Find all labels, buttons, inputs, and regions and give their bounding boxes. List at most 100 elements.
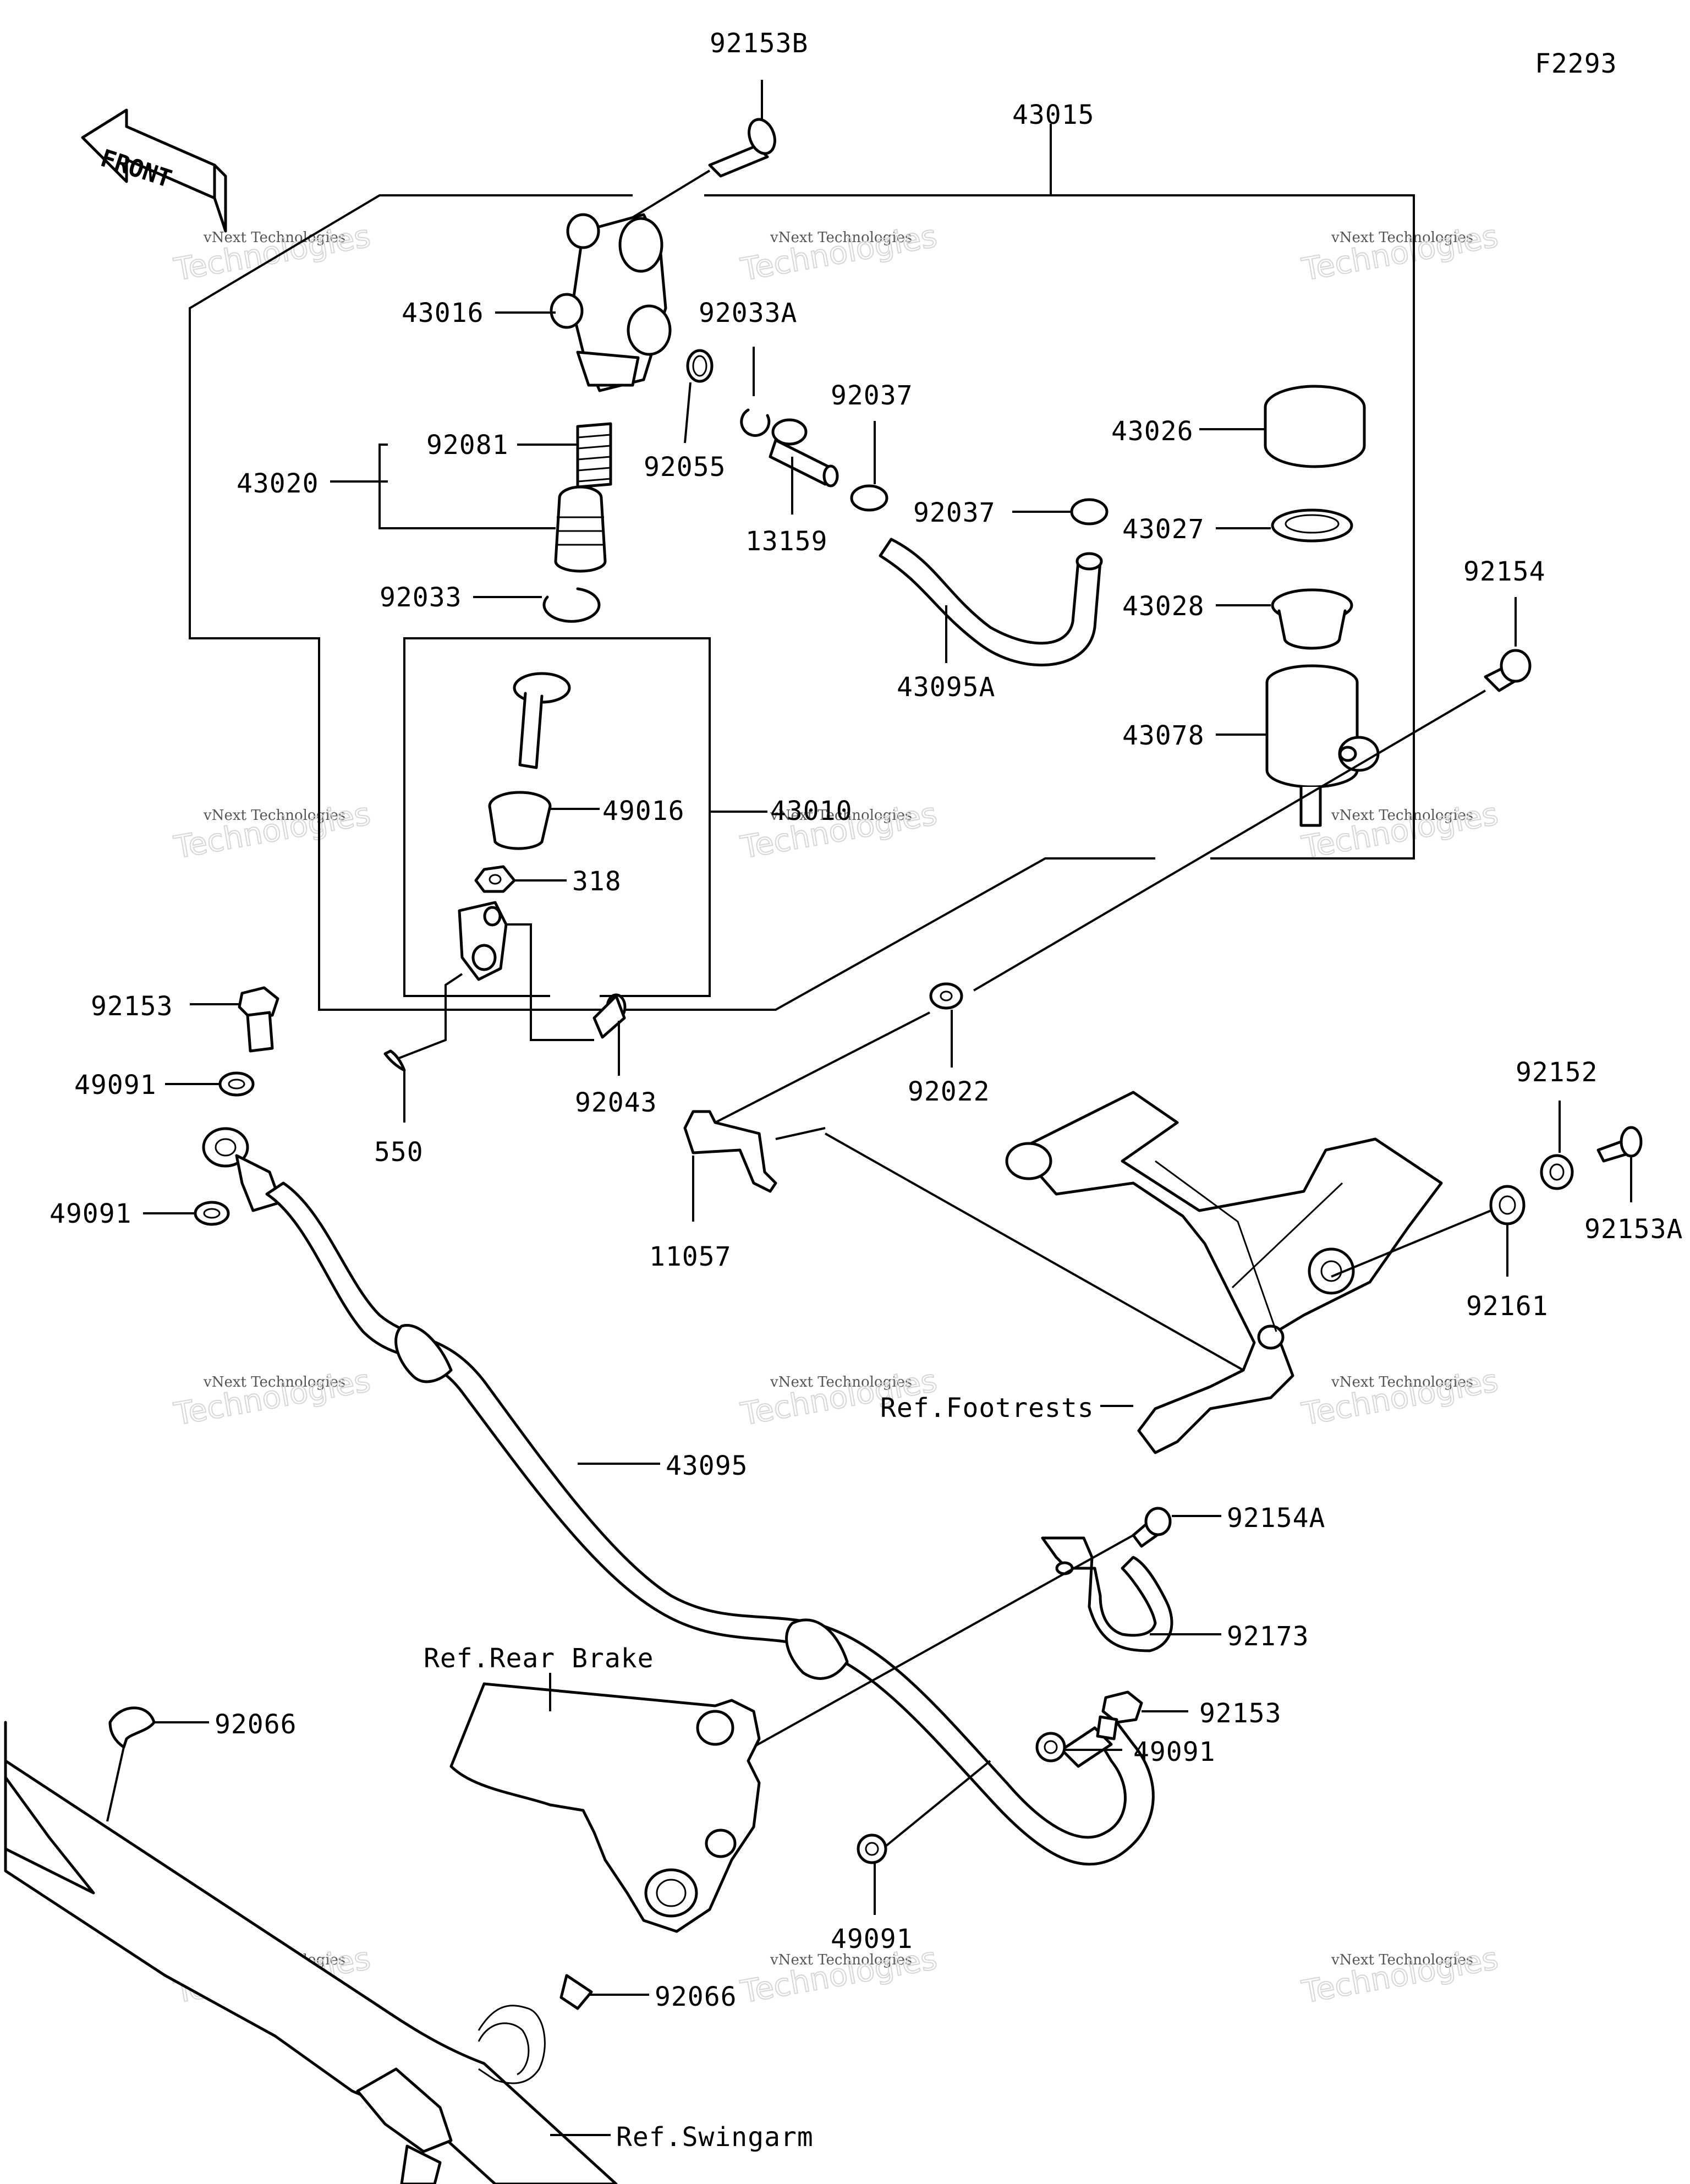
washer-49091-c: 49091: [1035, 1732, 1216, 1767]
label-92033A: 92033A: [699, 298, 797, 329]
label-550: 550: [374, 1137, 424, 1168]
label-92066-b: 92066: [655, 1982, 737, 2012]
label-49091-a: 49091: [74, 1070, 157, 1101]
figure-code: F2293: [1535, 48, 1617, 79]
master-cylinder-body-43016: 43016: [402, 213, 672, 392]
reservoir-43078: 43078: [1122, 664, 1380, 827]
watermark-logo: Technologies: [1299, 1941, 1501, 2011]
clamp-92037-a: 92037: [831, 380, 913, 512]
spring-92081: 92081: [426, 422, 612, 489]
label-92081: 92081: [426, 430, 509, 461]
label-43028: 43028: [1122, 591, 1205, 622]
label-43015: 43015: [1012, 100, 1095, 130]
label-92066-a: 92066: [215, 1709, 297, 1740]
label-92153-lower: 92153: [1199, 1698, 1282, 1729]
plate-43027: 43027: [1122, 508, 1353, 545]
label-92153B: 92153B: [710, 28, 808, 59]
label-92033: 92033: [380, 582, 462, 613]
label-43078: 43078: [1122, 720, 1205, 751]
bolt-92153B: 92153B: [632, 28, 808, 218]
assembly-43015-outline: 43015: [189, 100, 1415, 1011]
label-43095A: 43095A: [897, 672, 995, 703]
label-92037-a: 92037: [831, 380, 913, 411]
washer-92152: 92152: [1516, 1057, 1598, 1190]
ref-rear-brake: Ref.Rear Brake: [424, 1643, 654, 1674]
label-49091-d: 49091: [831, 1924, 913, 1955]
bolt-92154: 92154: [973, 556, 1545, 992]
label-92153A: 92153A: [1584, 1214, 1683, 1245]
label-49091-c: 49091: [1133, 1737, 1216, 1767]
boot-49016: 49016: [488, 791, 684, 850]
label-92022: 92022: [908, 1076, 990, 1107]
watermark-logo: Technologies: [171, 218, 373, 288]
diaphragm-43028: 43028: [1122, 588, 1353, 650]
watermark-line: vNext Technologies: [1331, 1374, 1473, 1391]
watermark-logo: Technologies: [171, 1363, 373, 1433]
washer-49091-a: 49091: [74, 1070, 255, 1101]
label-43016: 43016: [402, 298, 484, 329]
label-92043: 92043: [575, 1087, 657, 1118]
clip-92066-a: 92066: [106, 1706, 297, 1822]
hose-guide-92173: 92173: [748, 1534, 1309, 1751]
watermark-logo: Technologies: [1299, 1363, 1501, 1433]
label-43020: 43020: [237, 468, 319, 499]
watermark-line: vNext Technologies: [1331, 1952, 1473, 1968]
watermark-logo: Technologies: [171, 796, 373, 866]
label-318: 318: [572, 866, 622, 897]
banjo-bolt-92153-upper: 92153: [91, 986, 279, 1053]
label-13159: 13159: [745, 526, 828, 557]
swingarm: Ref.Swingarm: [4, 1721, 814, 2184]
watermarks: vNext Technologies Technologies vNext Te…: [171, 218, 1501, 2011]
label-92153-upper: 92153: [91, 991, 173, 1022]
label-43095: 43095: [666, 1450, 748, 1481]
label-92037-b: 92037: [913, 497, 996, 528]
assembly-43010-outline: 43010: [403, 637, 853, 997]
pin-92043: 92043: [575, 993, 657, 1118]
watermark-line: vNext Technologies: [203, 807, 345, 824]
watermark-line: vNext Technologies: [1331, 229, 1473, 246]
watermark-line: vNext Technologies: [770, 807, 912, 824]
label-11057: 11057: [649, 1241, 732, 1272]
o-ring-92055: 92055: [644, 349, 726, 483]
bracket-11057: 11057: [649, 1011, 930, 1272]
watermark-logo: Technologies: [1299, 218, 1501, 288]
label-92173: 92173: [1227, 1621, 1309, 1652]
ref-footrests: Ref.Footrests: [880, 1393, 1094, 1424]
circlip-92033A: 92033A: [699, 298, 797, 437]
banjo-bolt-92153-lower: 92153: [1096, 1690, 1282, 1740]
cotter-pin-550: 550: [374, 1049, 424, 1168]
label-92152: 92152: [1516, 1057, 1598, 1088]
push-rod: [513, 672, 571, 769]
watermark-line: vNext Technologies: [203, 1374, 345, 1391]
watermark-logo: Technologies: [738, 218, 940, 288]
bolt-92154A: 92154A: [1132, 1503, 1325, 1548]
piston-43020: 43020: [237, 444, 607, 573]
label-43010: 43010: [770, 796, 853, 826]
washer-49091-b: 49091: [50, 1198, 230, 1229]
bolt-92153A: 92153A: [1584, 1126, 1683, 1245]
nut-318: 318: [474, 865, 622, 897]
clip-92066-b: 92066: [559, 1974, 737, 2012]
watermark-line: vNext Technologies: [1331, 807, 1473, 824]
rear-brake-caliper: Ref.Rear Brake: [424, 1643, 761, 1933]
label-43027: 43027: [1122, 514, 1205, 545]
cap-43026: 43026: [1111, 385, 1366, 468]
watermark-logo: Technologies: [1299, 796, 1501, 866]
ref-swingarm: Ref.Swingarm: [616, 2122, 814, 2153]
watermark-line: vNext Technologies: [203, 229, 345, 246]
label-43026: 43026: [1111, 416, 1194, 447]
front-arrow-icon: FRONT: [81, 108, 227, 233]
brake-pedal-footrest: Ref.Footrests: [825, 1091, 1443, 1454]
label-92055: 92055: [644, 452, 726, 483]
circlip-92033: 92033: [380, 582, 601, 623]
fitting-13159: 13159: [745, 418, 839, 557]
label-92154A: 92154A: [1227, 1503, 1325, 1534]
watermark-line: vNext Technologies: [770, 1952, 912, 1968]
washer-49091-d: 49091: [831, 1760, 991, 1955]
washer-92022: 92022: [908, 982, 990, 1107]
watermark-line: vNext Technologies: [770, 229, 912, 246]
label-49091-b: 49091: [50, 1198, 132, 1229]
label-92161: 92161: [1466, 1291, 1549, 1322]
watermark-line: vNext Technologies: [770, 1374, 912, 1391]
